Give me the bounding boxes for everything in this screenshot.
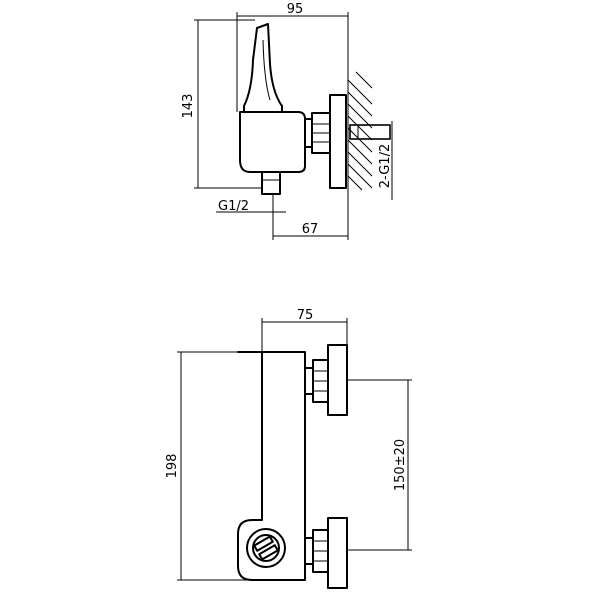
hex-connector	[303, 112, 331, 154]
inlet-thread-callout: 2-G1/2	[378, 121, 393, 200]
dim-95-label: 95	[287, 2, 304, 17]
inlet-thread-label: 2-G1/2	[378, 144, 393, 188]
wall-flange	[329, 94, 347, 189]
lever-handle	[243, 23, 283, 113]
inlet-pipe	[349, 124, 391, 140]
outlet-thread-label: G1/2	[218, 199, 249, 214]
side-view: 95 143 G1/2 67 2-G1/2	[181, 2, 393, 240]
dimension-width-95: 95	[236, 2, 349, 112]
front-view: 75 198 150±20	[165, 308, 412, 589]
wall-hatching	[347, 71, 373, 191]
upper-flange	[327, 344, 348, 416]
dimension-spacing-150: 150±20	[347, 379, 412, 551]
lever-highlight	[262, 39, 271, 101]
dimension-offset-67: 67	[272, 190, 349, 240]
mixer-body	[239, 111, 306, 173]
dim-150-label: 150±20	[393, 439, 408, 491]
dimension-width-75: 75	[261, 308, 348, 352]
wall	[347, 71, 373, 191]
dimension-height-143: 143	[181, 19, 262, 189]
dimension-height-198: 198	[165, 351, 252, 581]
temperature-knob	[246, 528, 286, 568]
upper-connector	[304, 344, 348, 416]
lower-flange	[327, 517, 348, 589]
dim-143-label: 143	[181, 94, 196, 119]
dim-75-label: 75	[297, 308, 314, 323]
dim-67-label: 67	[302, 222, 319, 237]
outlet-thread-callout: G1/2	[216, 199, 286, 214]
bottom-outlet	[261, 171, 281, 195]
dim-198-label: 198	[165, 454, 180, 479]
lower-connector	[304, 517, 348, 589]
